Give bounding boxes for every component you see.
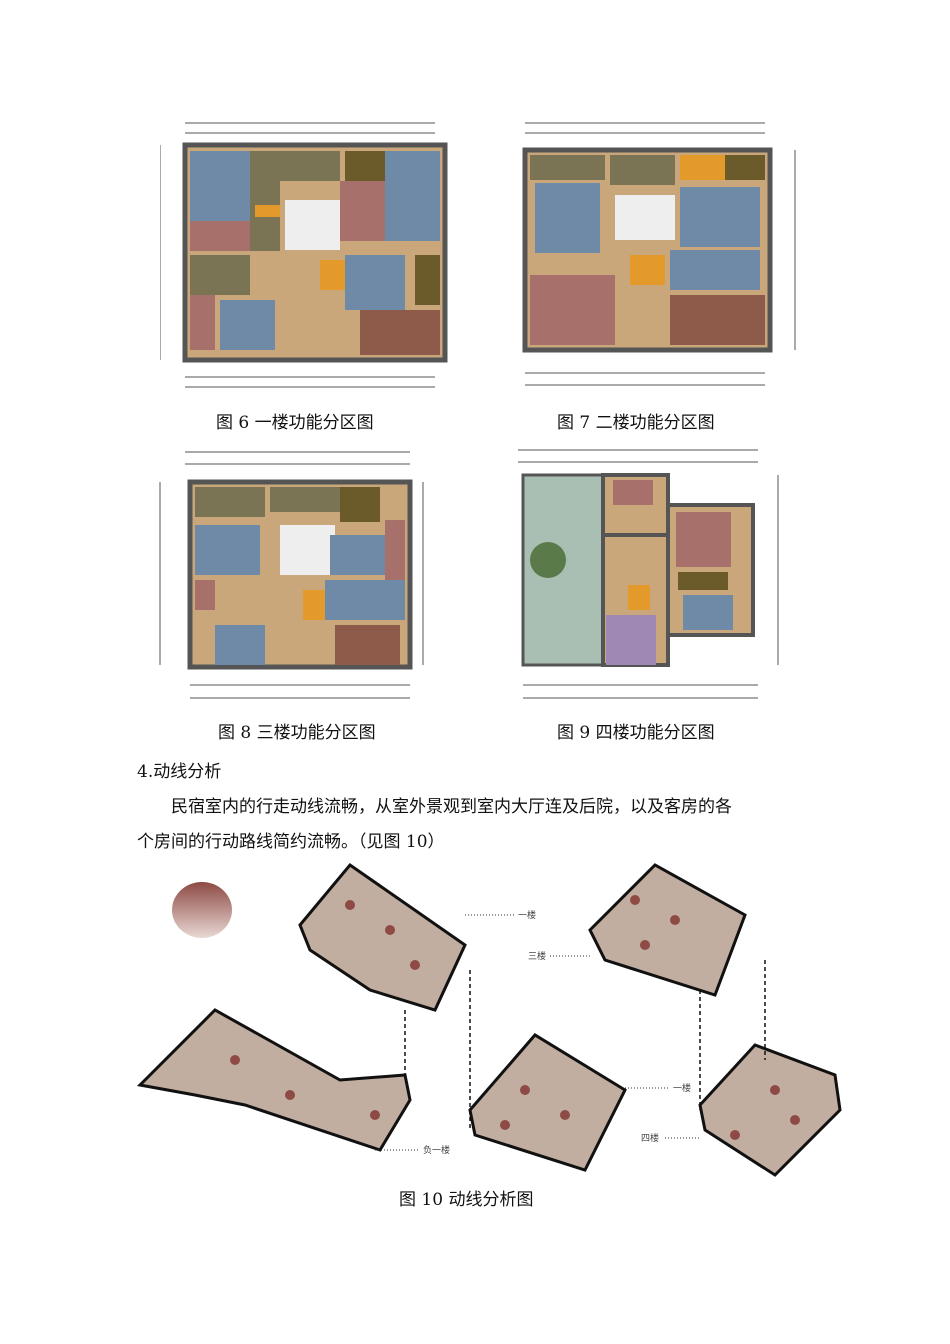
label-floor: 四楼	[641, 1132, 659, 1144]
label-floor: 负一楼	[423, 1144, 450, 1156]
paragraph-line: 民宿室内的行走动线流畅，从室外景观到室内大厅连及后院，以及客房的各	[171, 797, 732, 817]
figure-6-caption: 图 6 一楼功能分区图	[216, 413, 374, 433]
label-floor: 三楼	[528, 950, 546, 962]
figure-8-caption: 图 8 三楼功能分区图	[218, 723, 376, 743]
figure-9-caption: 图 9 四楼功能分区图	[557, 723, 715, 743]
figure-9-floor-plan	[518, 449, 779, 699]
paragraph-line: 个房间的行动路线简约流畅。（见图 10）	[137, 832, 445, 852]
label-floor: 一楼	[673, 1082, 691, 1094]
figure-8-floor-plan	[159, 451, 424, 699]
figure-10-caption: 图 10 动线分析图	[399, 1190, 534, 1210]
section-heading: 4.动线分析	[137, 762, 222, 782]
figure-7-caption: 图 7 二楼功能分区图	[557, 413, 715, 433]
figure-10-circulation-diagram: 一楼 三楼 一楼 四楼 负一楼	[136, 862, 842, 1177]
label-floor: 一楼	[518, 909, 536, 921]
figure-6-floor-plan	[160, 122, 448, 388]
sun-circle	[172, 882, 232, 938]
figure-7-floor-plan	[522, 122, 796, 386]
